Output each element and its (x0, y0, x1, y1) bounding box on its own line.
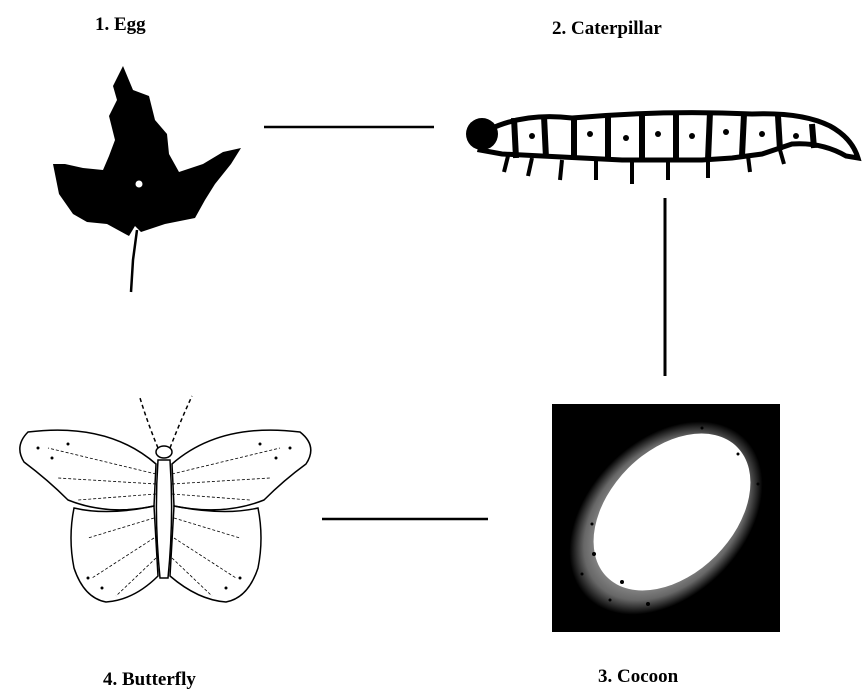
antenna-right (170, 396, 192, 448)
arrow-left-bottom (320, 512, 492, 526)
label-egg: 1. Egg (95, 14, 146, 36)
label-caterpillar: 2. Caterpillar (552, 18, 662, 40)
butterfly-illustration (8, 388, 324, 624)
hindwing-left (71, 506, 158, 602)
label-butterfly: 4. Butterfly (103, 669, 196, 691)
wing-spots (37, 443, 292, 590)
leaf-stem (131, 230, 137, 292)
leaf-shape (53, 66, 241, 236)
forewing-left (20, 430, 156, 510)
egg-dot (136, 181, 143, 188)
wing-veins (48, 448, 280, 596)
arrow-left-top (262, 120, 437, 134)
caterpillar-body (480, 113, 858, 160)
arrow-down-right (657, 196, 673, 380)
hindwing-right (170, 506, 261, 602)
leaf-egg-illustration (45, 60, 245, 300)
caterpillar-illustration (462, 98, 862, 190)
label-cocoon: 3. Cocoon (598, 666, 678, 688)
forewing-right (172, 430, 311, 510)
cocoon-illustration (552, 404, 780, 632)
butterfly-body (156, 460, 171, 578)
antenna-left (140, 398, 158, 448)
butterfly-head (156, 446, 172, 458)
caterpillar-head (466, 118, 498, 150)
